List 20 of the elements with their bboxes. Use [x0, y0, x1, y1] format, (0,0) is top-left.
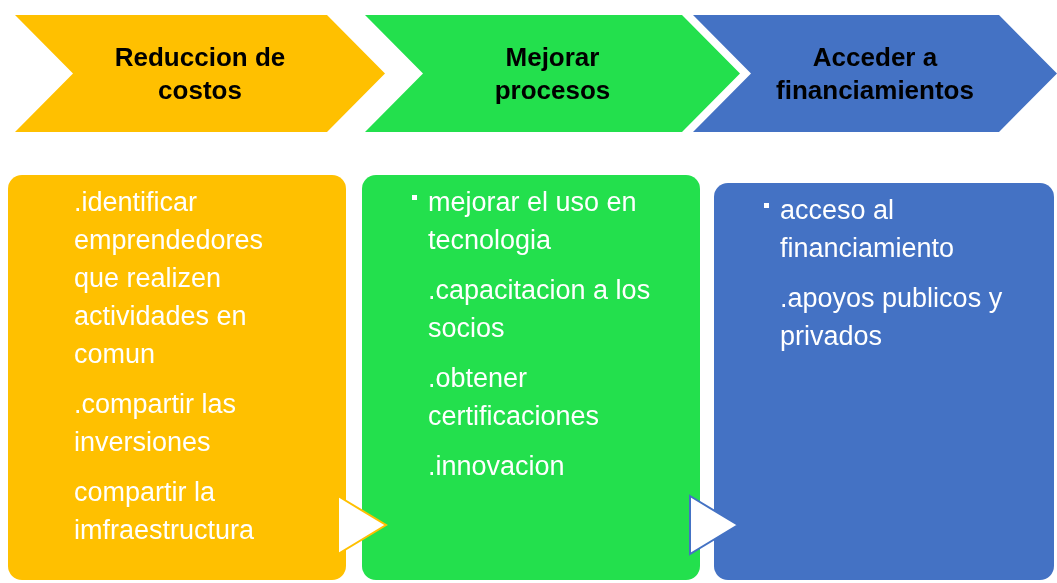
step-title: Reduccion de costos	[113, 41, 287, 106]
content-card	[8, 175, 346, 580]
step-banner	[365, 15, 740, 132]
content-card	[362, 175, 700, 580]
list-item: mejorar el uso en tecnologia	[428, 183, 660, 259]
step-title: Acceder a financiamientos	[775, 41, 975, 106]
step-banner	[693, 15, 1057, 132]
arrow	[689, 495, 739, 555]
list-item: .compartir las inversiones	[74, 388, 238, 459]
list-item: acceso al financiamiento	[780, 191, 1014, 267]
content-card	[714, 183, 1054, 580]
list-item: .capacitacion a los socios	[428, 274, 652, 345]
list-item: .obtener certificaciones	[428, 362, 601, 433]
step-title: Mejorar procesos	[493, 41, 612, 106]
list-item: .identificar emprendedores que realizen actividades en comun	[74, 186, 265, 371]
list-item: .innovacion	[428, 450, 566, 483]
step-banner	[15, 15, 385, 132]
list-item: .apoyos publicos y privados	[780, 282, 1004, 353]
list-item: compartir la imfraestructura	[74, 476, 256, 547]
arrow	[337, 495, 387, 555]
